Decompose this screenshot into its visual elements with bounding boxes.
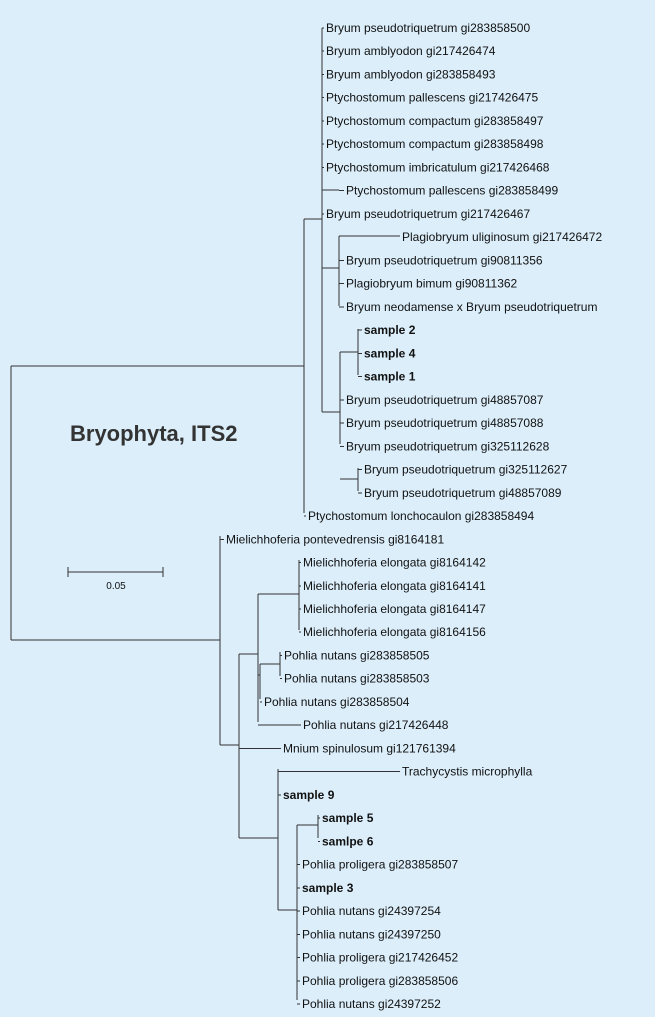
- taxon-label: Mielichhoferia elongata gi8164142: [303, 556, 486, 570]
- taxon-label: Pohlia nutans gi24397254: [302, 904, 441, 918]
- taxon-label: Ptychostomum compactum gi283858497: [326, 114, 544, 128]
- taxon-label: Bryum amblyodon gi217426474: [326, 44, 496, 58]
- tree-branches: [10, 27, 400, 1005]
- taxon-label: Bryum amblyodon gi283858493: [326, 67, 496, 81]
- scale-bar-label: 0.05: [106, 581, 126, 592]
- taxon-label: Bryum pseudotriquetrum gi325112627: [364, 463, 568, 477]
- taxon-label: Bryum neodamense x Bryum pseudotriquetru…: [346, 300, 597, 314]
- taxon-label: Ptychostomum compactum gi283858498: [326, 137, 544, 151]
- taxon-label: Pohlia proligera gi217426452: [302, 951, 458, 965]
- taxon-label: Bryum pseudotriquetrum gi90811356: [346, 253, 543, 267]
- taxon-label: Pohlia nutans gi24397250: [302, 927, 441, 941]
- taxon-label: Bryum pseudotriquetrum gi217426467: [326, 207, 530, 221]
- taxon-label: Bryum pseudotriquetrum gi48857088: [346, 416, 544, 430]
- taxon-label: Plagiobryum uliginosum gi217426472: [402, 230, 602, 244]
- taxon-label: Ptychostomum imbricatulum gi217426468: [326, 160, 550, 174]
- taxon-label: Trachycystis microphylla: [402, 765, 533, 779]
- taxon-label: sample 3: [302, 881, 354, 895]
- taxon-label: Pohlia nutans gi283858503: [284, 672, 430, 686]
- taxon-label: Plagiobryum bimum gi90811362: [346, 277, 518, 291]
- taxon-label: Pohlia proligera gi283858507: [302, 858, 458, 872]
- taxon-label: Ptychostomum pallescens gi217426475: [326, 91, 538, 105]
- taxon-label: Mielichhoferia pontevedrensis gi8164181: [226, 532, 444, 546]
- taxon-label: Mnium spinulosum gi121761394: [283, 741, 456, 755]
- taxon-label: Mielichhoferia elongata gi8164141: [303, 579, 486, 593]
- taxon-label: Pohlia nutans gi283858504: [264, 695, 410, 709]
- taxon-label: Ptychostomum pallescens gi283858499: [346, 184, 558, 198]
- taxon-label: sample 2: [364, 323, 416, 337]
- taxon-label: sample 4: [364, 346, 416, 360]
- taxon-label: Mielichhoferia elongata gi8164156: [303, 625, 486, 639]
- taxon-label: Mielichhoferia elongata gi8164147: [303, 602, 486, 616]
- taxon-label: Bryum pseudotriquetrum gi48857089: [364, 486, 562, 500]
- taxon-labels: Bryum pseudotriquetrum gi283858500Bryum …: [226, 21, 602, 1011]
- taxon-label: samlpe 6: [322, 834, 374, 848]
- scale-bar: 0.05: [67, 567, 164, 592]
- taxon-label: sample 1: [364, 370, 416, 384]
- tree-title: Bryophyta, ITS2: [70, 421, 237, 446]
- taxon-label: sample 9: [283, 788, 335, 802]
- taxon-label: sample 5: [322, 811, 374, 825]
- taxon-label: Pohlia nutans gi24397252: [302, 997, 441, 1011]
- taxon-label: Ptychostomum lonchocaulon gi283858494: [308, 509, 534, 523]
- taxon-label: Pohlia proligera gi283858506: [302, 974, 458, 988]
- taxon-label: Bryum pseudotriquetrum gi325112628: [346, 439, 550, 453]
- taxon-label: Bryum pseudotriquetrum gi283858500: [326, 21, 530, 35]
- taxon-label: Pohlia nutans gi217426448: [303, 718, 449, 732]
- taxon-label: Pohlia nutans gi283858505: [284, 648, 430, 662]
- taxon-label: Bryum pseudotriquetrum gi48857087: [346, 393, 544, 407]
